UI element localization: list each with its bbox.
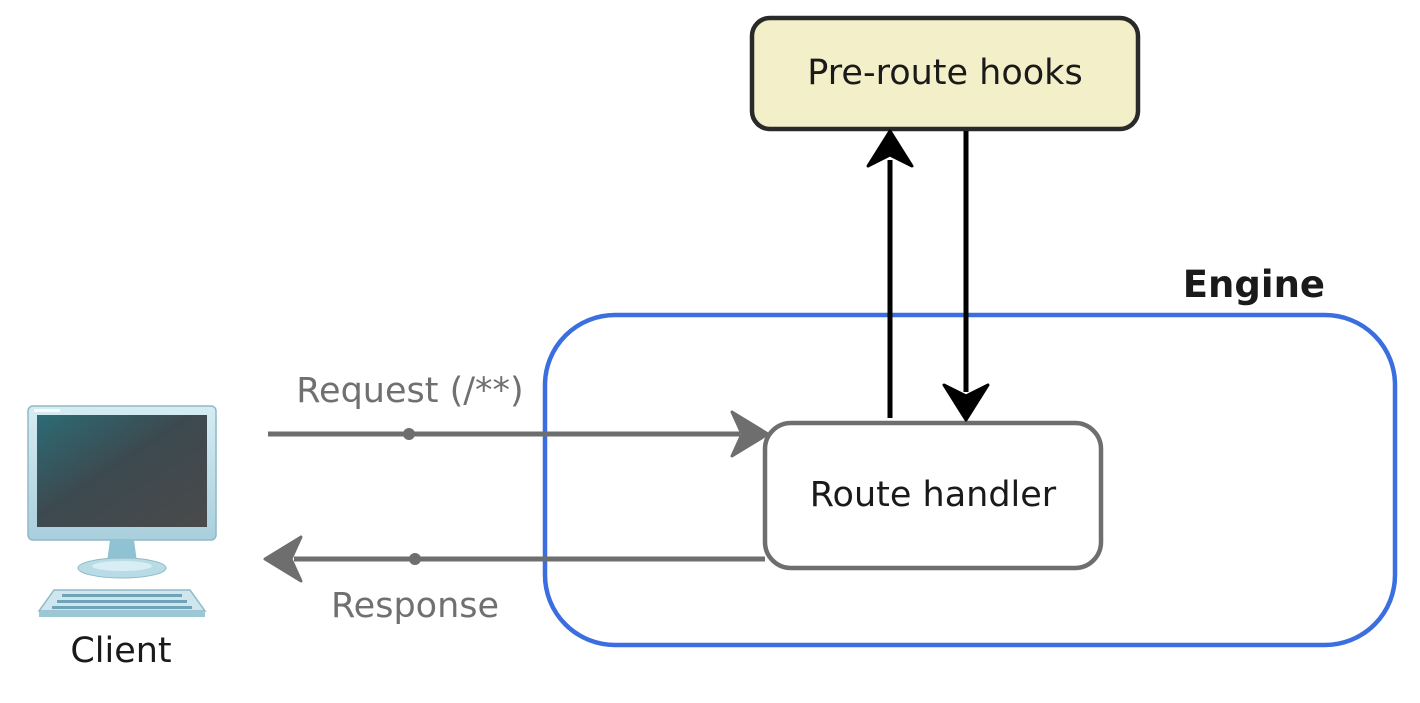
response-label: Response (331, 586, 499, 626)
hook-return-arrow (942, 131, 990, 422)
client-label: Client (70, 631, 171, 671)
engine-label: Engine (1183, 263, 1325, 306)
pre-route-hooks-box (749, 15, 1141, 132)
request-arrow (268, 410, 770, 458)
engine-container (542, 312, 1398, 648)
route-handler-box (762, 420, 1104, 571)
desktop-computer-icon (27, 405, 217, 617)
response-arrow (263, 535, 765, 583)
route-handler-label: Route handler (810, 475, 1057, 515)
request-label: Request (/**) (296, 371, 523, 411)
pre-route-hooks-label: Pre-route hooks (807, 53, 1082, 93)
hook-call-arrow (866, 129, 914, 418)
